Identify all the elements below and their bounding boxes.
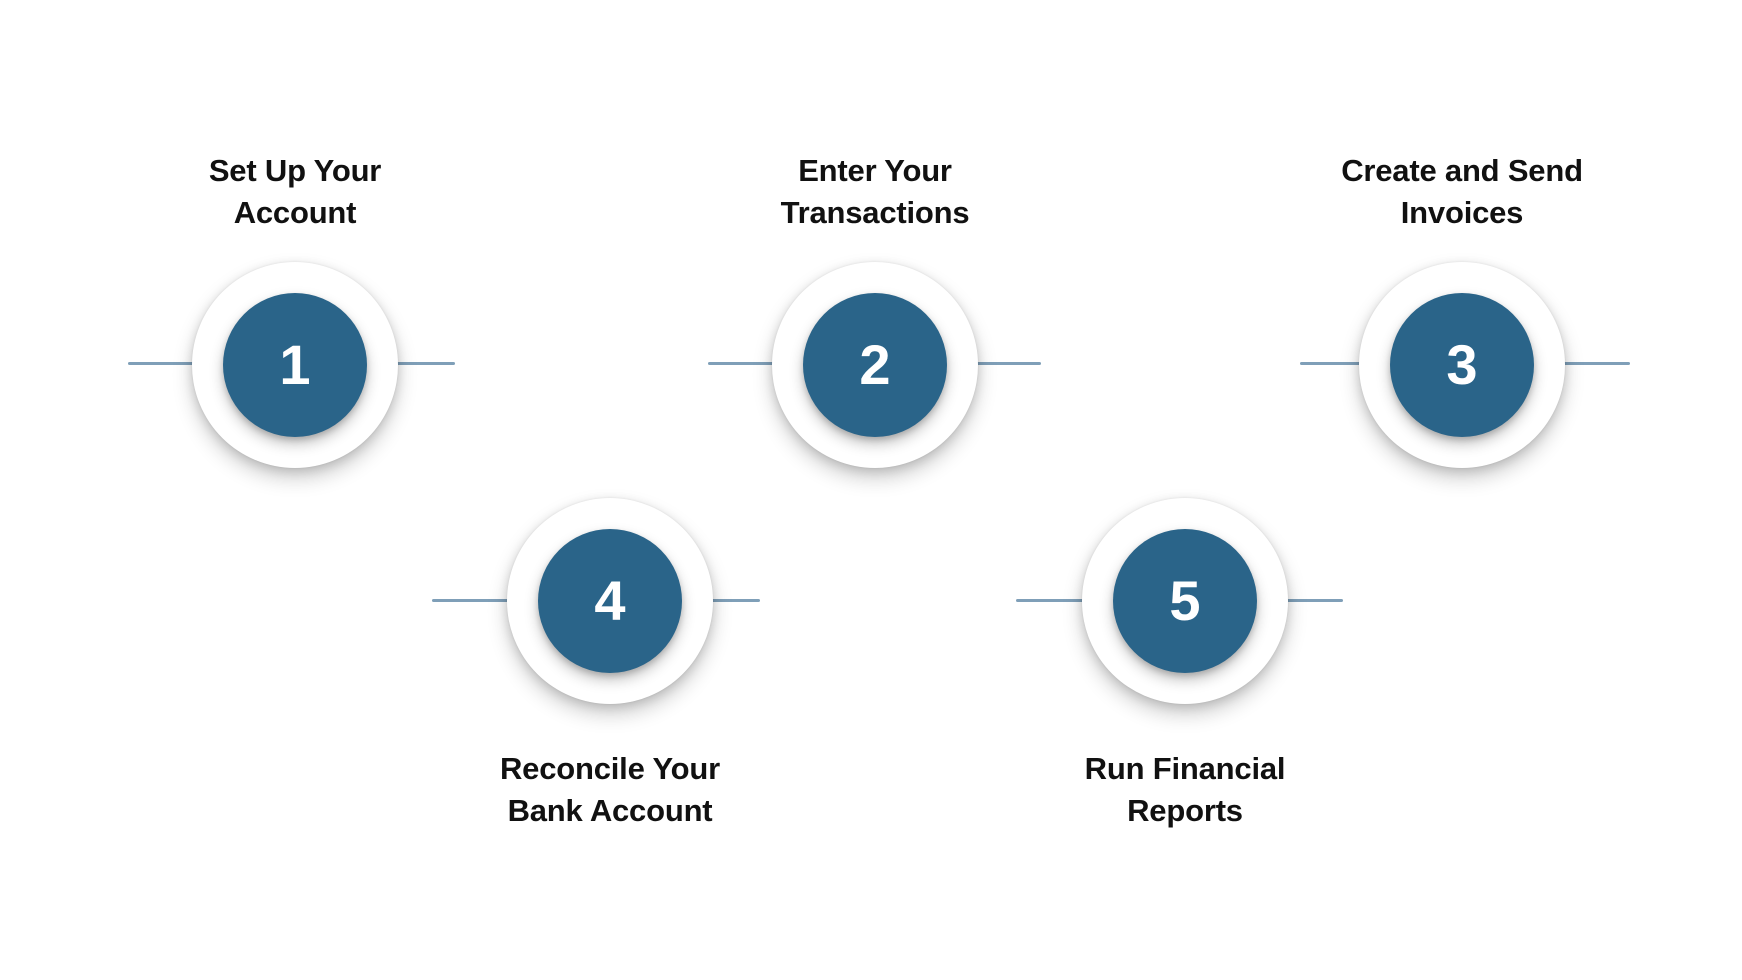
step-node-1[interactable]: 1: [192, 262, 398, 468]
step-disc-3: 3: [1390, 293, 1534, 437]
connector-right-of-step-2: [953, 362, 1041, 365]
connector-left-of-step-5: [1016, 599, 1106, 602]
step-node-2[interactable]: 2: [772, 262, 978, 468]
step-disc-2: 2: [803, 293, 947, 437]
connector-right-of-step-1: [375, 362, 455, 365]
step-number-1: 1: [279, 333, 311, 396]
connector-right-of-step-3: [1540, 362, 1630, 365]
step-number-5: 5: [1169, 569, 1201, 632]
connector-left-of-step-3: [1300, 362, 1390, 365]
step-number-4: 4: [594, 569, 626, 632]
step-node-4[interactable]: 4: [507, 498, 713, 704]
step-node-3[interactable]: 3: [1359, 262, 1565, 468]
step-node-5[interactable]: 5: [1082, 498, 1288, 704]
connector-left-of-step-2: [708, 362, 798, 365]
connector-left-of-step-4: [432, 599, 522, 602]
step-disc-5: 5: [1113, 529, 1257, 673]
step-number-3: 3: [1446, 333, 1478, 396]
step-number-2: 2: [859, 333, 891, 396]
step-disc-4: 4: [538, 529, 682, 673]
connector-right-of-step-4: [688, 599, 760, 602]
step-title-5: Run Financial Reports: [1084, 751, 1286, 828]
step-title-2: Enter Your Transactions: [780, 153, 970, 230]
step-title-3: Create and Send Invoices: [1341, 153, 1583, 230]
connector-right-of-step-5: [1263, 599, 1343, 602]
step-disc-1: 1: [223, 293, 367, 437]
step-title-1: Set Up Your Account: [208, 153, 382, 230]
step-title-4: Reconcile Your Bank Account: [499, 751, 720, 828]
